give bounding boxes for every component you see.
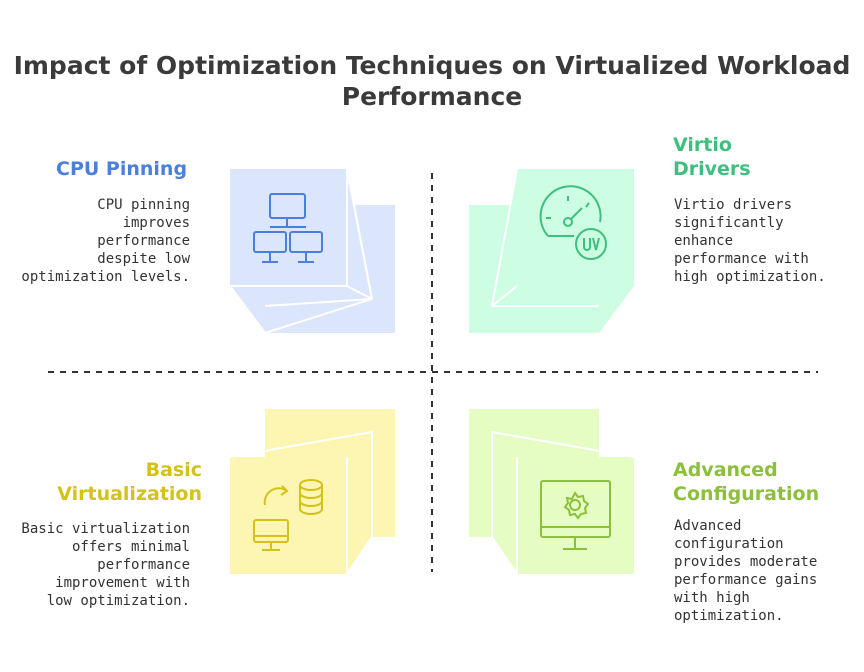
description-line: CPU pinning — [97, 197, 190, 213]
label-line: Advanced — [673, 459, 778, 481]
advanced-configuration-cube — [469, 409, 635, 575]
speedometer-uv-icon — [539, 185, 607, 260]
description-line: significantly — [674, 215, 784, 231]
description-line: Virtio drivers — [674, 197, 793, 213]
label-line: Drivers — [673, 158, 751, 180]
virtio-drivers-cube — [469, 168, 634, 333]
label-line: Virtualization — [57, 483, 202, 505]
description-line: high optimization. — [674, 269, 826, 285]
label-line: Basic — [145, 459, 202, 481]
description-line: performance — [97, 557, 190, 573]
description-line: configuration — [674, 536, 784, 552]
description-line: optimization. — [674, 608, 784, 624]
description-line: enhance — [674, 233, 734, 249]
database-sync-icon — [253, 479, 323, 551]
description-line: performance — [97, 233, 190, 249]
basic-virtualization-description: Basic virtualization offers minimal perf… — [10, 520, 190, 610]
description-line: optimization levels. — [21, 269, 190, 285]
virtio-drivers-description: Virtio drivers significantly enhance per… — [674, 196, 826, 286]
cpu-pinning-label: CPU Pinning — [56, 158, 188, 180]
description-line: with high — [674, 590, 750, 606]
description-line: performance gains — [674, 572, 818, 588]
description-line: improvement with — [55, 575, 190, 591]
cpu-pinning-description: CPU pinning improves performance despite… — [20, 196, 190, 286]
label-line: Virtio — [673, 134, 732, 156]
advanced-configuration-label: Advanced Configuration — [673, 458, 819, 506]
network-computers-icon — [253, 193, 323, 263]
diagram-title: Impact of Optimization Techniques on Vir… — [13, 51, 851, 111]
basic-virtualization-label: Basic Virtualization — [40, 458, 202, 506]
description-line: offers minimal — [71, 539, 190, 555]
description-line: despite low — [97, 251, 190, 267]
description-line: Basic virtualization — [21, 521, 190, 537]
advanced-configuration-description: Advanced configuration provides moderate… — [674, 517, 817, 625]
label-line: Configuration — [673, 483, 820, 505]
basic-virtualization-cube — [229, 409, 395, 575]
description-line: provides moderate — [674, 554, 818, 570]
description-line: performance with — [674, 251, 809, 267]
description-line: improves — [122, 215, 190, 231]
monitor-gear-icon — [540, 480, 611, 550]
virtio-drivers-label: Virtio Drivers — [673, 133, 751, 181]
description-line: Advanced — [674, 518, 742, 534]
description-line: low optimization. — [46, 593, 190, 609]
